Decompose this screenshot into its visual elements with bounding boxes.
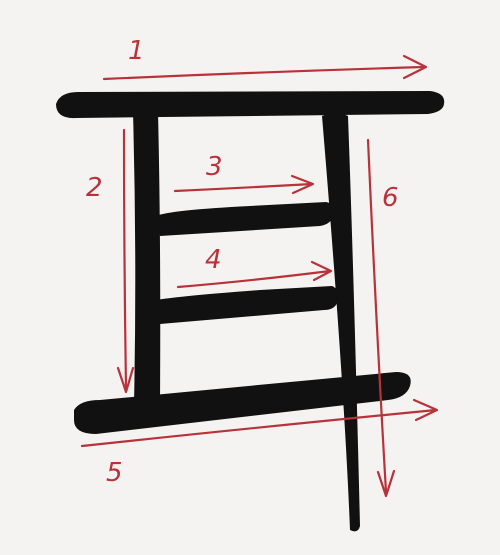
label-5: 5 bbox=[106, 458, 123, 488]
character-strokes bbox=[56, 91, 445, 532]
arrow-3 bbox=[173, 174, 315, 195]
arrow-5 bbox=[80, 398, 439, 448]
stroke-3-inner-horizontal bbox=[156, 202, 335, 236]
label-6: 6 bbox=[382, 183, 399, 213]
label-2: 2 bbox=[86, 173, 103, 203]
stroke-6-right-vertical bbox=[322, 113, 360, 532]
arrow-2 bbox=[116, 128, 135, 394]
stroke-2-left-vertical bbox=[133, 112, 161, 404]
stroke-order-numbers: 1 2 3 4 5 6 bbox=[86, 36, 399, 488]
arrow-4 bbox=[176, 260, 333, 289]
stroke-order-arrows bbox=[80, 54, 439, 498]
label-1: 1 bbox=[128, 36, 145, 66]
arrow-1 bbox=[102, 54, 428, 81]
label-4: 4 bbox=[205, 245, 222, 275]
arrow-6 bbox=[366, 138, 396, 498]
stroke-4-inner-horizontal bbox=[156, 286, 339, 324]
stroke-5-bottom-rising bbox=[74, 372, 411, 434]
label-3: 3 bbox=[206, 152, 223, 182]
stroke-1-top-horizontal bbox=[56, 91, 445, 119]
